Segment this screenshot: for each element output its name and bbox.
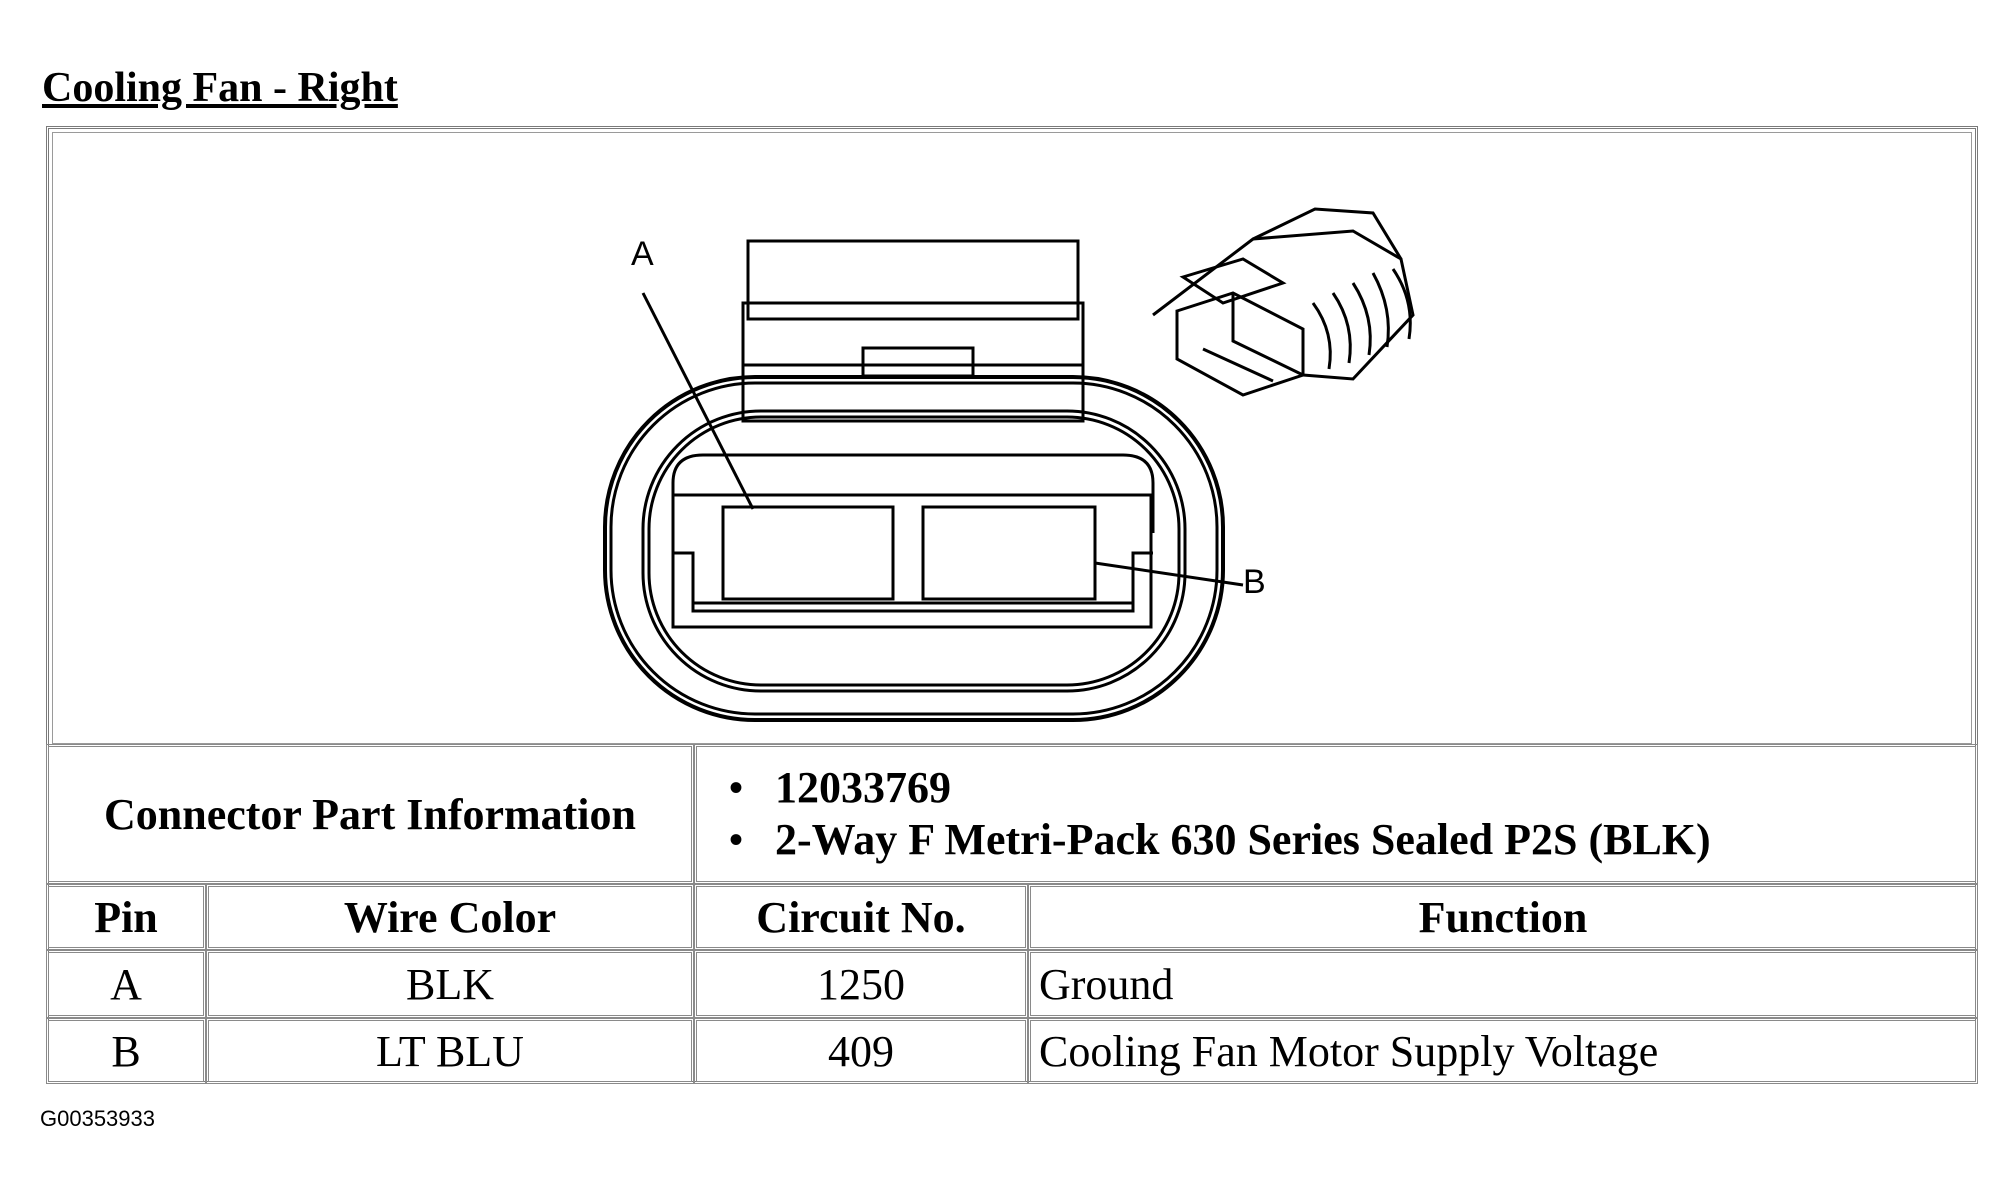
row-a-circuit-no: 1250 [694, 950, 1028, 1018]
row-b-function: Cooling Fan Motor Supply Voltage [1028, 1018, 1978, 1084]
connector-diagram: A B [52, 132, 1972, 744]
latch-top-block [746, 239, 1080, 321]
cavity-outline [671, 453, 1155, 533]
connector-info-items-cell: 12033769 2-Way F Metri-Pack 630 Series S… [694, 744, 1978, 884]
connector-info-label: Connector Part Information [104, 789, 636, 839]
housing-outer-2 [609, 381, 1219, 716]
header-pin: Pin [46, 884, 206, 950]
housing-outer [603, 375, 1225, 722]
header-function: Function [1028, 884, 1978, 950]
callout-b: B [1243, 563, 1266, 601]
leader-a [641, 292, 755, 510]
page-title: Cooling Fan - Right [42, 65, 398, 111]
latch-mid-block [741, 301, 1085, 423]
callout-a: A [631, 235, 654, 273]
leader-b [1094, 561, 1244, 587]
part-description-item: 2-Way F Metri-Pack 630 Series Sealed P2S… [729, 814, 1711, 866]
cavity-floor [671, 493, 1153, 629]
connector-3d-view [1152, 207, 1415, 397]
row-b-circuit-no: 409 [694, 1018, 1028, 1084]
latch-tab [861, 346, 975, 378]
housing-inner [641, 409, 1187, 693]
row-b-wire-color: LT BLU [206, 1018, 694, 1084]
terminal-b [921, 505, 1097, 601]
figure-id: G00353933 [40, 1106, 155, 1131]
housing-inner-2 [647, 415, 1181, 687]
header-wire-color: Wire Color [206, 884, 694, 950]
terminal-a [721, 505, 895, 601]
connector-drawing [603, 207, 1415, 722]
cavity-left-step [673, 551, 1153, 613]
row-a-function: Ground [1028, 950, 1978, 1018]
header-circuit-no: Circuit No. [694, 884, 1028, 950]
row-a-pin: A [46, 950, 206, 1018]
row-a-wire-color: BLK [206, 950, 694, 1018]
part-number-item: 12033769 [729, 762, 1711, 814]
connector-part-list: 12033769 2-Way F Metri-Pack 630 Series S… [705, 762, 1711, 866]
connector-info-label-cell: Connector Part Information [46, 744, 694, 884]
row-b-pin: B [46, 1018, 206, 1084]
